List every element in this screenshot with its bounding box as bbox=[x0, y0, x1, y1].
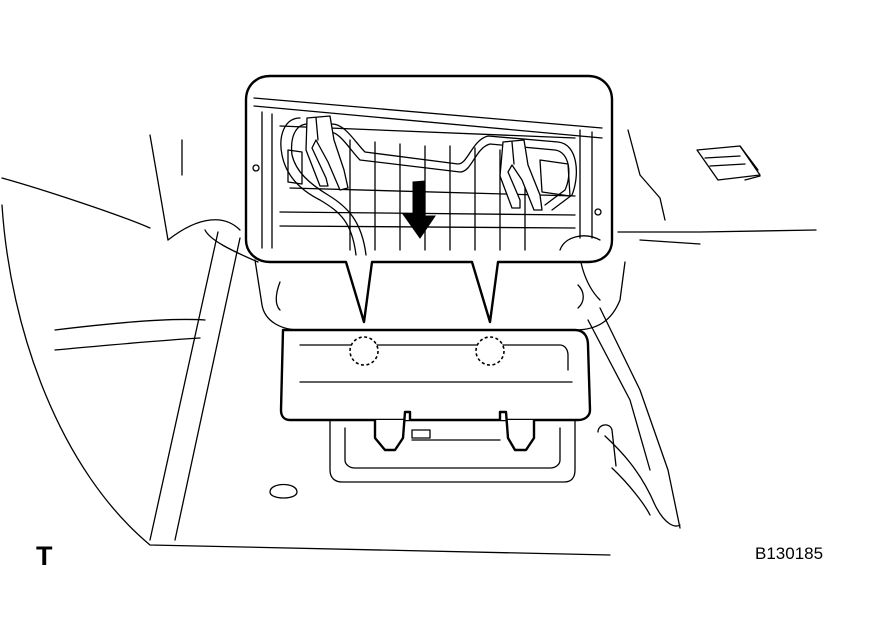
illustration-reference-code: B130185 bbox=[755, 544, 823, 563]
clip-locations bbox=[349, 336, 505, 366]
control-unit bbox=[279, 328, 592, 483]
clip-location-left bbox=[349, 336, 379, 366]
background-interior bbox=[1, 129, 817, 556]
removal-direction-arrow bbox=[402, 180, 436, 239]
callout-detail bbox=[252, 97, 603, 256]
detail-callout bbox=[244, 74, 614, 324]
clip-location-right bbox=[475, 336, 505, 366]
front-direction-mark: T bbox=[36, 541, 53, 571]
